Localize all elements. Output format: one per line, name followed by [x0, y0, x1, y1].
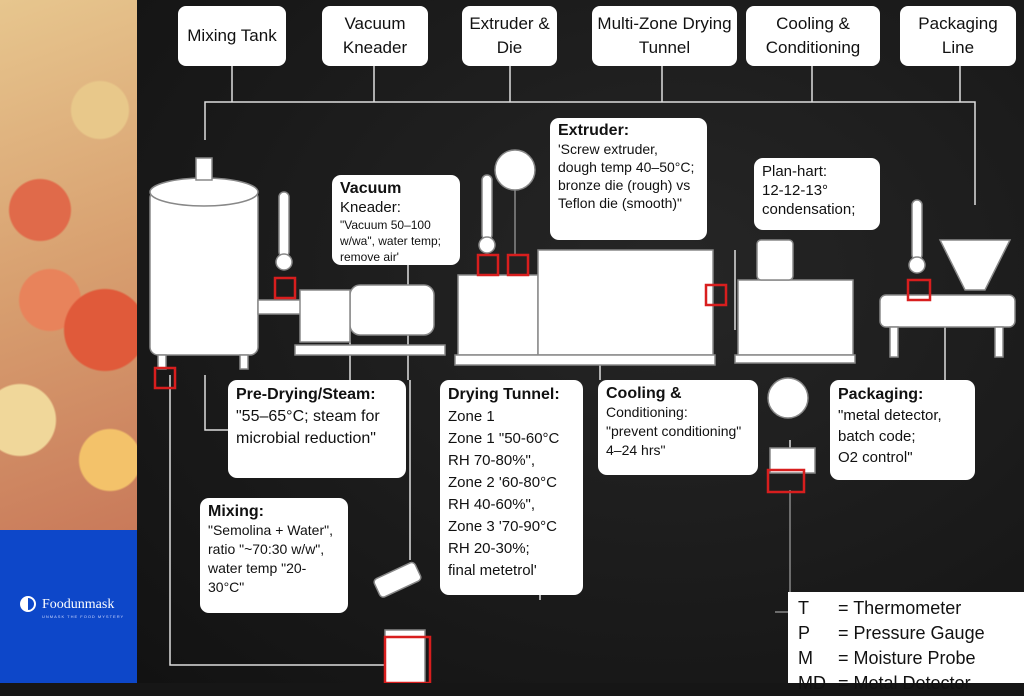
callout-title: Mixing:: [208, 503, 264, 520]
stage-packaging-line: Packaging Line: [900, 6, 1016, 66]
thermometer-icon: [908, 199, 926, 274]
legend-item: P= Pressure Gauge: [798, 623, 985, 643]
callout-drying-tunnel: Drying Tunnel: Zone 1 Zone 1 "50-60°C RH …: [440, 380, 583, 595]
callout-text: Zone 1 Zone 1 "50-60°C RH 70-80%", Zone …: [448, 408, 560, 579]
sensor-marker-moisture: [153, 366, 177, 390]
mixing-tank: [149, 157, 259, 370]
vacuum-kneader: [294, 284, 446, 356]
callout-extruder: Extruder: 'Screw extruder, dough temp 40–…: [550, 118, 707, 240]
callout-title: Plan-hart:: [762, 163, 828, 180]
logo-mask-icon: [20, 596, 36, 612]
sensor-marker-thermometer: [906, 278, 932, 302]
legend-item: M= Moisture Probe: [798, 648, 976, 668]
stage-mixing-tank: Mixing Tank: [178, 6, 286, 66]
callout-packaging: Packaging: "metal detector, batch code; O…: [830, 380, 975, 480]
legend-item: MD= Metal Detector: [798, 673, 971, 693]
callout-title: Vacuum: [340, 180, 402, 197]
camera-moisture-probe-icon: [373, 561, 426, 683]
sensor-marker-pressure: [766, 468, 806, 494]
sensor-markers: [153, 253, 932, 683]
callout-plan-hart: Plan-hart: 12-12-13° condensation;: [754, 158, 880, 230]
callout-title: Packaging:: [838, 386, 924, 403]
callout-text: Conditioning: "prevent conditioning" 4–2…: [606, 404, 742, 458]
brand-tagline: UNMASK THE FOOD MYSTERY: [42, 614, 125, 619]
sensor-marker-thermometer: [273, 276, 297, 300]
callout-text: 12-12-13° condensation;: [762, 182, 856, 218]
callout-title: Pre-Drying/Steam:: [236, 386, 376, 403]
pressure-gauge-icon: [767, 377, 816, 613]
callout-mixing: Mixing: "Semolina + Water", ratio "~70:30…: [200, 498, 348, 613]
callout-text: 'Screw extruder, dough temp 40–50°C; bro…: [558, 141, 695, 211]
callout-pre-drying: Pre-Drying/Steam: "55–65°C; steam for mic…: [228, 380, 406, 478]
callout-cooling: Cooling & Conditioning: "prevent conditio…: [598, 380, 758, 475]
sensor-marker-moisture: [704, 283, 728, 307]
legend-item: T= Thermometer: [798, 598, 962, 618]
callout-title: Extruder:: [558, 122, 630, 139]
stage-extruder-die: Extruder & Die: [462, 6, 557, 66]
cooling-unit: [734, 239, 856, 364]
callout-text: "55–65°C; steam for microbial reduction": [236, 408, 380, 447]
legend: T= Thermometer P= Pressure Gauge M= Mois…: [788, 592, 1024, 693]
pasta-photo: [0, 0, 137, 530]
pressure-gauge-icon: [494, 149, 536, 255]
extruder: [454, 249, 716, 366]
thermometer-icon: [275, 191, 293, 271]
callout-title: Drying Tunnel:: [448, 386, 560, 403]
packaging-machine: [879, 239, 1016, 358]
callout-text: "metal detector, batch code; O2 control": [838, 407, 942, 466]
thermometer-icon: [478, 174, 496, 254]
sensor-marker-thermometer: [476, 253, 500, 277]
callout-text: "Semolina + Water", ratio "~70:30 w/w", …: [208, 522, 333, 595]
stage-drying-tunnel: Multi-Zone Drying Tunnel: [592, 6, 737, 66]
sensor-marker-pressure: [506, 253, 530, 277]
sensor-marker-moisture: [383, 635, 432, 683]
callout-subtitle: Kneader:: [340, 199, 401, 216]
callout-title: Cooling &: [606, 385, 682, 402]
callout-text: "Vacuum 50–100 w/wa", water temp; remove…: [340, 218, 441, 264]
stage-vacuum-kneader: Vacuum Kneader: [322, 6, 428, 66]
brand-name: Foodunmask: [42, 597, 115, 612]
brand-logo: Foodunmask UNMASK THE FOOD MYSTERY: [0, 530, 137, 683]
stage-cooling-conditioning: Cooling & Conditioning: [746, 6, 880, 66]
